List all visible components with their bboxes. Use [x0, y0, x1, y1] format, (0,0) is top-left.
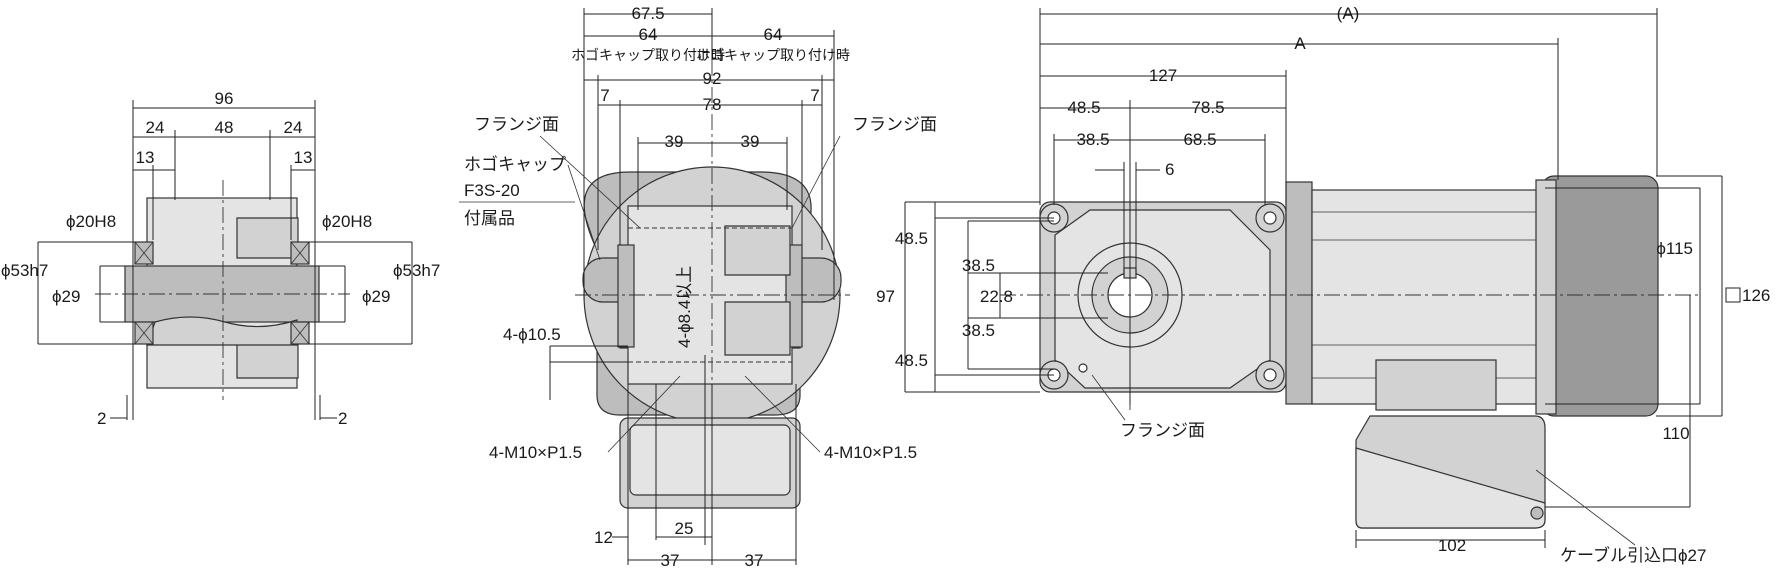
mid-accessory: 付属品 — [464, 209, 515, 228]
right-view-motor-ring — [1285, 181, 1313, 405]
mid-flange-right: フランジ面 — [852, 115, 937, 134]
right-view-flange-mark — [1078, 363, 1088, 373]
right-dim-38-5-bottom: 38.5 — [962, 321, 995, 340]
mid-hole-8-4: 4-ϕ8.4以上 — [675, 266, 694, 348]
left-dim-2-left: 2 — [97, 409, 106, 428]
mid-dim-78: 78 — [703, 95, 722, 114]
left-dim-2-right: 2 — [338, 409, 347, 428]
right-view-fan-cover-rim — [1535, 179, 1557, 415]
middle-view-cap-left — [617, 244, 635, 348]
right-view-terminal-base — [1375, 359, 1497, 411]
left-dim-24-right: 24 — [284, 118, 303, 137]
mid-dim-37-right: 37 — [745, 551, 764, 570]
right-cable-inlet-label: ケーブル引込口ϕ27 — [1560, 545, 1706, 565]
mid-protective-cap: ホゴキャップ — [464, 154, 566, 174]
mid-dim-92: 92 — [703, 69, 722, 88]
mid-m10-right: 4-M10×P1.5 — [824, 443, 917, 462]
left-phi20h8-left: ϕ20H8 — [66, 212, 116, 231]
mid-hole-10-5: 4-ϕ10.5 — [503, 325, 561, 344]
right-dim-126: 126 — [1742, 286, 1770, 305]
right-dim-110: 110 — [1662, 424, 1689, 443]
right-view-terminal-lid — [1355, 447, 1546, 529]
right-dim-48-5-top: 48.5 — [895, 229, 928, 248]
right-dim-68-5: 68.5 — [1183, 130, 1216, 149]
right-dim-phi115: ϕ115 — [1656, 239, 1693, 258]
mid-cap-note-right: ホゴキャップ取り付け時 — [696, 47, 850, 63]
mid-dim-64-right: 64 — [764, 25, 783, 44]
left-phi29-right: ϕ29 — [362, 287, 390, 306]
right-dim-97: 97 — [876, 287, 895, 306]
right-dim-6: 6 — [1165, 160, 1174, 179]
mid-cap-note-left: ホゴキャップ取り付け時 — [571, 47, 725, 63]
right-view-fan-cover — [1541, 175, 1659, 417]
right-dim-48-5: 48.5 — [1067, 98, 1100, 117]
mid-m10-left: 4-M10×P1.5 — [489, 443, 582, 462]
middle-view-terminal-lid — [629, 424, 791, 496]
left-phi53h7-left: ϕ53h7 — [1, 261, 48, 280]
right-view-hole-br-inner — [1263, 368, 1277, 382]
right-view-side: (A) A 127 48.5 78.5 38.5 68.5 6 48.5 38.… — [876, 4, 1770, 565]
right-flange-label: フランジ面 — [1120, 421, 1205, 440]
mid-dim-37-left: 37 — [661, 551, 680, 570]
mid-dim-39-right: 39 — [741, 132, 760, 151]
middle-view-keyway — [724, 225, 791, 356]
right-dim-127: 127 — [1149, 66, 1177, 85]
left-dim-48: 48 — [215, 118, 234, 137]
mid-dim-39-left: 39 — [665, 132, 684, 151]
left-phi29-left: ϕ29 — [52, 287, 80, 306]
left-phi53h7-right: ϕ53h7 — [393, 261, 440, 280]
right-dim-48-5-bottom: 48.5 — [895, 351, 928, 370]
right-dim-paren-a: (A) — [1337, 4, 1360, 23]
left-dim-13-right: 13 — [294, 148, 313, 167]
left-phi20h8-right: ϕ20H8 — [322, 212, 372, 231]
mid-flange-left: フランジ面 — [474, 115, 559, 134]
mid-dim-64-left: 64 — [639, 25, 658, 44]
left-dim-24-left: 24 — [146, 118, 165, 137]
left-view-break-line — [146, 316, 298, 346]
mid-dim-12: 12 — [594, 528, 613, 547]
left-view-hollow-shaft: 96 24 48 24 13 13 ϕ20H8 ϕ20H8 ϕ53h7 ϕ53h… — [1, 89, 440, 428]
mid-dim-7-left: 7 — [600, 86, 609, 105]
right-dim-22-8: 22.8 — [980, 287, 1013, 306]
square-symbol-icon — [1725, 287, 1741, 303]
right-dim-38-5-top: 38.5 — [962, 256, 995, 275]
right-view-hole-tr-inner — [1263, 211, 1277, 225]
right-dim-38-5: 38.5 — [1076, 130, 1109, 149]
right-view-cable-gland — [1530, 506, 1544, 520]
mid-cap-model: F3S-20 — [464, 181, 520, 200]
left-dim-96: 96 — [215, 89, 234, 108]
mid-dim-67-5: 67.5 — [631, 4, 664, 23]
middle-view-front: 67.5 64 64 ホゴキャップ取り付け時 ホゴキャップ取り付け時 92 78… — [459, 4, 937, 570]
left-dim-13-left: 13 — [136, 148, 155, 167]
right-dim-102: 102 — [1438, 536, 1466, 555]
right-dim-78-5: 78.5 — [1191, 98, 1224, 117]
mid-dim-7-right: 7 — [810, 86, 819, 105]
right-dim-a: A — [1294, 34, 1306, 53]
mid-dim-25: 25 — [675, 519, 694, 538]
